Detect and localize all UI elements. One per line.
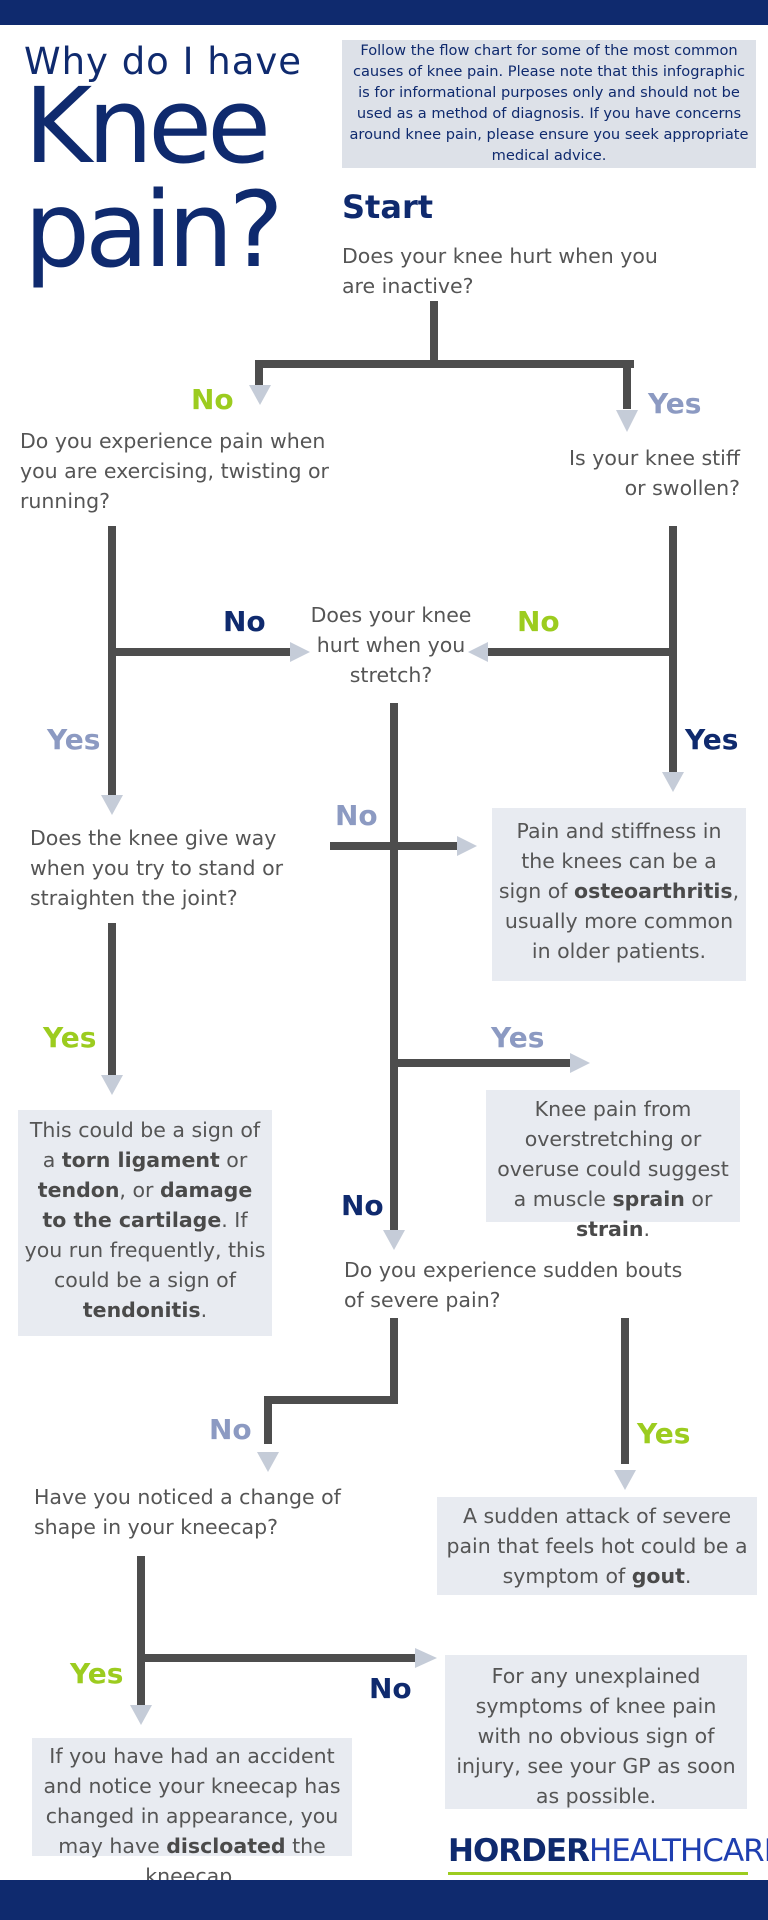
title-line-2: pain? [24, 169, 284, 291]
question-give-way: Does the knee give way when you try to s… [30, 826, 284, 910]
label-yes: Yes [491, 1021, 545, 1054]
label-no: No [335, 799, 378, 832]
term-osteoarthritis: osteoarthritis [574, 879, 733, 903]
arrow-q4-no [457, 836, 477, 856]
outcome-see-gp: For any unexplained symptoms of knee pai… [445, 1655, 747, 1809]
arrow-q2-yes [101, 795, 123, 815]
question-exercising: Do you experience pain when you are exer… [20, 429, 329, 513]
outcome-dislocated: If you have had an accident and notice y… [32, 1738, 352, 1888]
arrow-q5-yes [101, 1075, 123, 1095]
term-tendonitis: tendonitis [82, 1298, 201, 1322]
label-yes: Yes [648, 387, 702, 420]
arrow-q7-no [415, 1648, 437, 1668]
term-sprain: sprain [612, 1187, 685, 1211]
arrow-q1-yes [616, 410, 638, 432]
top-band [0, 0, 768, 25]
arrow-q4-yes [570, 1053, 590, 1073]
label-yes: Yes [70, 1657, 124, 1690]
arrow-q2-no [290, 642, 310, 662]
question-inactive: Does your knee hurt when you are inactiv… [342, 244, 658, 298]
arrow-q6-no [257, 1452, 279, 1472]
label-no: No [209, 1413, 252, 1446]
arrow-q6-yes [614, 1470, 636, 1490]
label-no: No [369, 1672, 412, 1705]
term-cartilage: damage to the cartilage [42, 1178, 253, 1232]
question-stiff: Is your knee stiff or swollen? [569, 446, 740, 500]
arrow-q3-no [468, 642, 488, 662]
question-sudden-pain: Do you experience sudden bouts of severe… [344, 1258, 683, 1312]
outcome-torn-ligament: This could be a sign of a torn ligament … [18, 1110, 272, 1336]
term-dislocated: discloated [166, 1834, 286, 1858]
outcome-gout: A sudden attack of severe pain that feel… [437, 1497, 757, 1595]
label-no: No [223, 605, 266, 638]
arrow-q7-yes [130, 1705, 152, 1725]
page-title: Knee pain? [24, 65, 284, 291]
term-tendon: tendon [37, 1178, 120, 1202]
bottom-band [0, 1880, 768, 1920]
intro-disclaimer: Follow the flow chart for some of the mo… [342, 40, 756, 168]
arrow-q1-no [249, 385, 271, 405]
label-no: No [517, 605, 560, 638]
term-torn-ligament: torn ligament [61, 1148, 220, 1172]
logo-underline [448, 1872, 748, 1875]
label-yes: Yes [47, 723, 101, 756]
outcome-sprain: Knee pain from overstretching or overuse… [486, 1090, 740, 1241]
label-yes: Yes [685, 723, 739, 756]
label-yes: Yes [637, 1417, 691, 1450]
arrow-q4b-no [383, 1230, 405, 1250]
question-stretch: Does your knee hurt when you stretch? [310, 603, 472, 687]
label-no: No [191, 383, 234, 416]
term-gout: gout [631, 1564, 685, 1588]
term-strain: strain [575, 1217, 644, 1241]
label-no: No [341, 1189, 384, 1222]
outcome-osteoarthritis: Pain and stiffness in the knees can be a… [492, 808, 746, 981]
start-label: Start [342, 188, 434, 226]
title-line-1: Knee [24, 65, 271, 187]
question-kneecap-shape: Have you noticed a change of shape in yo… [34, 1485, 341, 1539]
title-small: Why do I have [24, 40, 303, 83]
label-yes: Yes [43, 1021, 97, 1054]
arrow-q3-yes [662, 772, 684, 792]
horder-healthcare-logo: HORDERHEALTHCARE [448, 1833, 768, 1869]
